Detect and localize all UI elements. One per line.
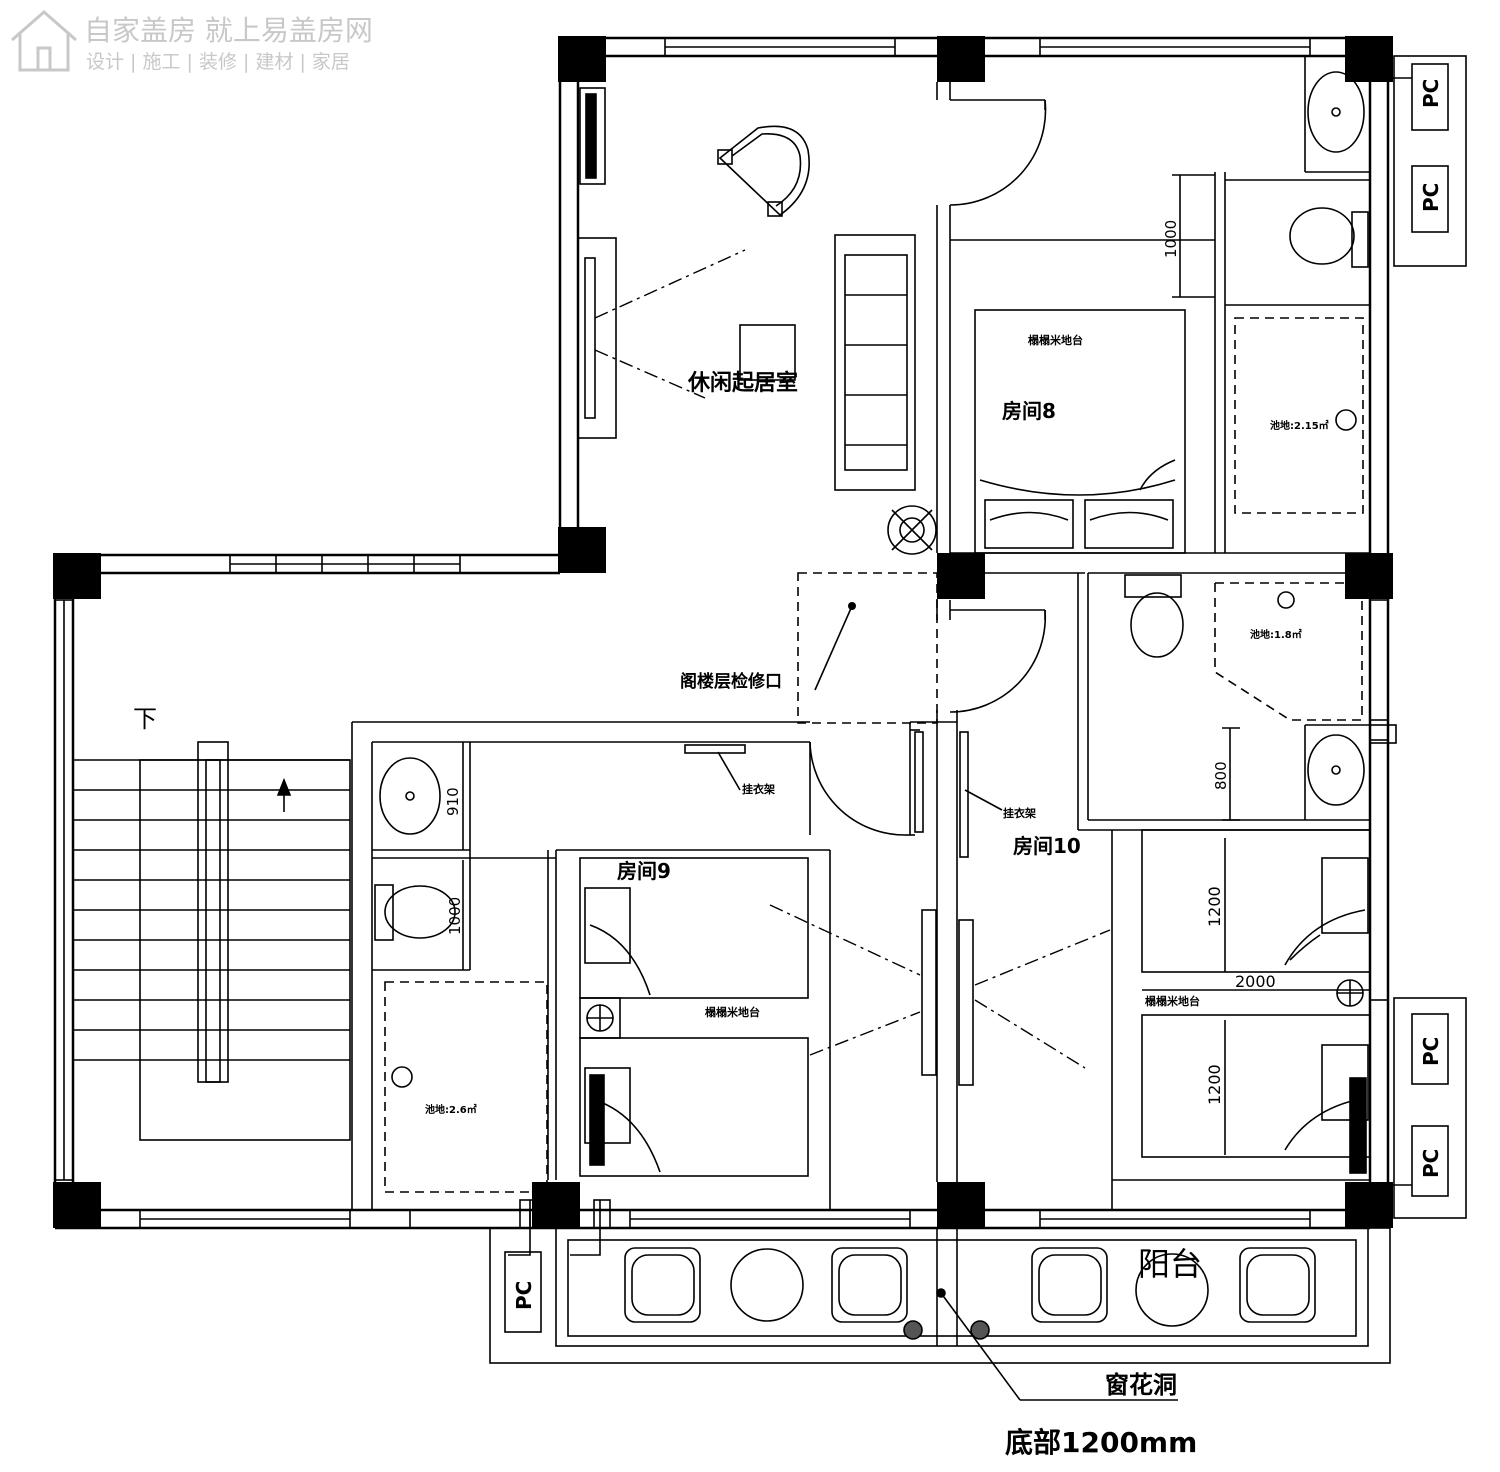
room9-furniture [374, 742, 1003, 1193]
room-label-room10: 房间10 [1013, 834, 1081, 858]
bath-area-label-2: 池地:1.8㎡ [1250, 628, 1302, 641]
exterior-walls [53, 36, 1390, 1230]
attic-hatch [797, 572, 938, 724]
pc-label-2: PC [1419, 183, 1443, 212]
room-label-room9: 房间9 [617, 859, 671, 883]
labels: 休闲起居室 房间8 房间9 房间10 阳台 下 榻榻米地台 榻榻米地台 榻榻米地… [133, 79, 1443, 1459]
dimension-910: 910 [444, 787, 462, 816]
tatami-label-room8: 榻榻米地台 [1028, 333, 1083, 347]
window-hole-label: 窗花洞 [1105, 1371, 1177, 1399]
house-logo-icon [11, 10, 77, 72]
tatami-label-room9: 榻榻米地台 [705, 1005, 760, 1019]
columns [53, 36, 1393, 1228]
pc-label-5: PC [512, 1281, 536, 1310]
pc-label-3: PC [1419, 1037, 1443, 1066]
hanger-label-room9: 挂衣架 [742, 782, 775, 796]
watermark-subtitle: 设计 | 施工 | 装修 | 建材 | 家居 [86, 51, 350, 73]
room-label-balcony: 阳台 [1138, 1245, 1202, 1283]
hanger-label-room10: 挂衣架 [1003, 806, 1036, 820]
balcony [489, 1199, 1391, 1401]
stair-down-label: 下 [133, 705, 157, 733]
tatami-label-room10: 榻榻米地台 [1145, 994, 1200, 1008]
interior-walls [351, 56, 1370, 1210]
pc-label-1: PC [1419, 79, 1443, 108]
dimension-1200-lower: 1200 [1205, 1064, 1224, 1105]
dimension-1200-upper: 1200 [1205, 886, 1224, 927]
dimension-1000-room9: 1000 [446, 897, 464, 935]
staircase [73, 741, 351, 1141]
pc-boxes [504, 55, 1467, 1333]
room-label-room8: 房间8 [1002, 399, 1056, 423]
doors [809, 99, 1047, 858]
watermark: 自家盖房 就上易盖房网 设计 | 施工 | 装修 | 建材 | 家居 [11, 10, 373, 73]
dimension-1000-room8: 1000 [1162, 220, 1180, 258]
room-label-leisure: 休闲起居室 [687, 370, 798, 396]
bath-area-label-1: 池地:2.15㎡ [1270, 419, 1329, 432]
bath-area-label-3: 池地:2.6㎡ [425, 1103, 477, 1116]
leisure-furniture [577, 87, 937, 555]
windows [54, 37, 1389, 1229]
watermark-title: 自家盖房 就上易盖房网 [84, 14, 373, 47]
room8-furniture [974, 71, 1369, 554]
room10-bath [1124, 574, 1397, 821]
dimension-2000: 2000 [1235, 972, 1276, 991]
window-bottom-label: 底部1200mm [1005, 1426, 1197, 1459]
attic-hatch-label: 阁楼层检修口 [680, 671, 782, 692]
dimension-800: 800 [1212, 761, 1230, 790]
pc-label-4: PC [1419, 1149, 1443, 1178]
room10-furniture [974, 829, 1371, 1174]
